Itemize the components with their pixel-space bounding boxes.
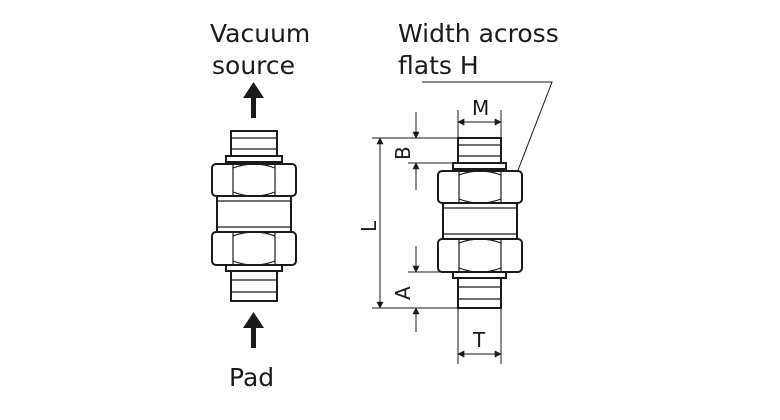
vacuum-flow-arrow-icon [243, 82, 264, 118]
left-body [216, 195, 292, 233]
dimension-b-label: B [391, 146, 415, 160]
dimension-b: B [391, 112, 458, 190]
dimension-a-label: A [391, 286, 415, 300]
pad-label: Pad [229, 363, 274, 392]
width-across-flats-label-line2: flats H [398, 51, 479, 80]
right-bottom-thread [452, 271, 507, 309]
left-view: Vacuum source [210, 19, 310, 392]
left-bottom-thread [225, 264, 283, 302]
left-lower-hex-nut [211, 231, 297, 266]
vacuum-source-label-line1: Vacuum [210, 19, 310, 48]
vacuum-source-label-line2: source [212, 51, 295, 80]
dimension-m: M [457, 96, 502, 138]
right-view: Width across flats H [357, 19, 559, 364]
left-top-thread [225, 130, 283, 163]
right-top-thread [452, 137, 507, 170]
dimension-a: A [391, 246, 453, 332]
dimension-t: T [457, 308, 502, 364]
pad-flow-arrow-icon [243, 312, 264, 348]
width-across-flats-label-line1: Width across [398, 19, 559, 48]
left-upper-hex-nut [211, 163, 297, 197]
right-body [442, 202, 518, 240]
dimension-l-label: L [357, 220, 381, 232]
dimension-m-label: M [472, 96, 489, 120]
dimension-t-label: T [472, 328, 486, 352]
right-upper-hex-nut [437, 170, 523, 204]
right-lower-hex-nut [437, 238, 523, 273]
